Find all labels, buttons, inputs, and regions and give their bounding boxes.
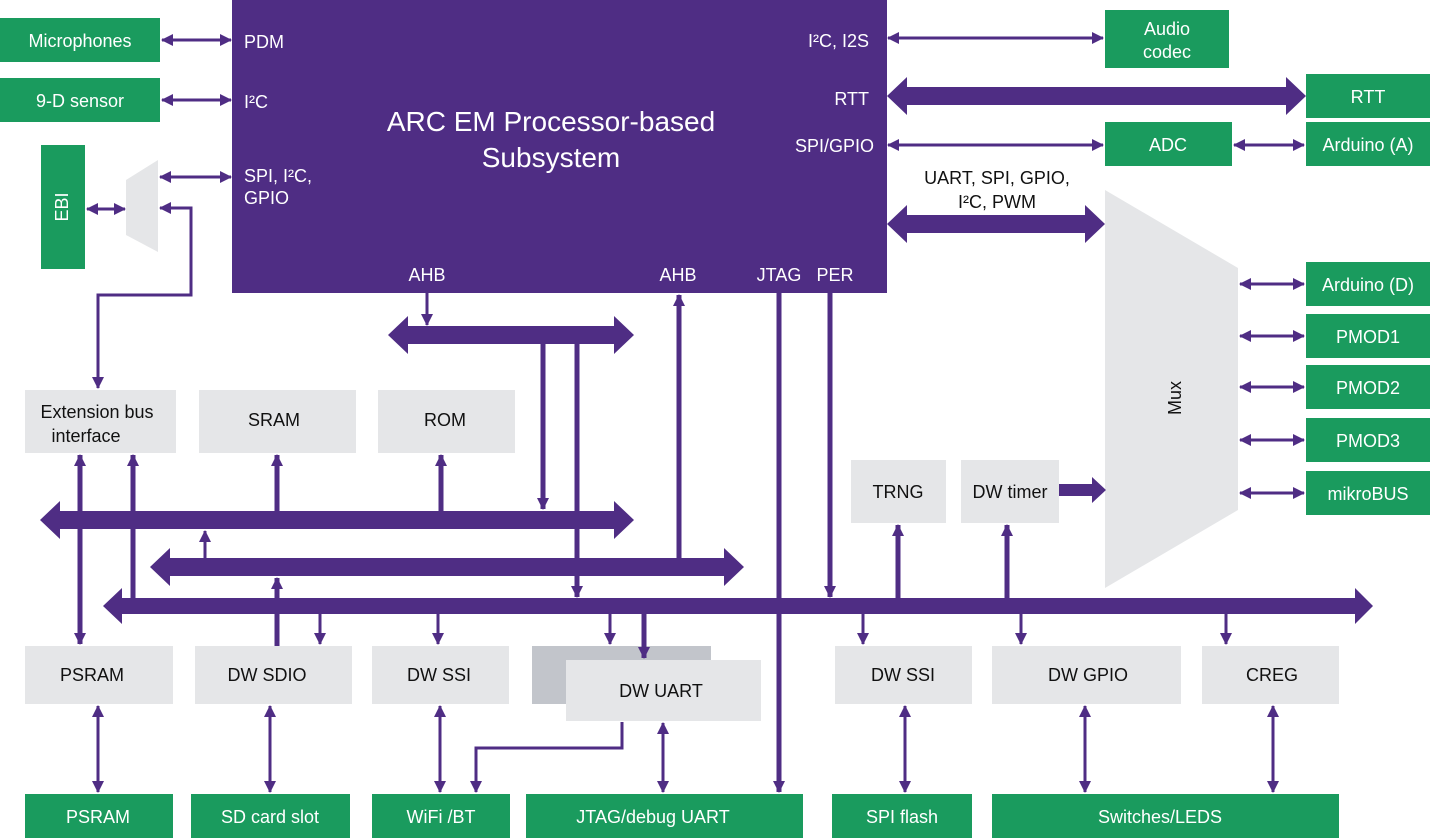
spi-flash-label: SPI flash: [866, 807, 938, 827]
rom-label: ROM: [424, 410, 466, 430]
port-per: PER: [816, 265, 853, 285]
rtt-bus-arrow: [887, 77, 1306, 115]
audio-codec-label-line2: codec: [1143, 42, 1191, 62]
memory-bus-upper: [40, 501, 634, 539]
sd-card-slot-label: SD card slot: [221, 807, 319, 827]
port-spi-i2c-gpio-line2: GPIO: [244, 188, 289, 208]
pmod1-block: [1306, 314, 1430, 358]
port-pdm: PDM: [244, 32, 284, 52]
dw-gpio-block: [992, 646, 1181, 704]
psram-block: [25, 794, 173, 838]
processor-title-line1: ARC EM Processor-based: [387, 106, 715, 137]
dw-ssi-right-label: DW SSI: [871, 665, 935, 685]
pmod2-label: PMOD2: [1336, 378, 1400, 398]
dw-timer-label: DW timer: [973, 482, 1048, 502]
port-spi-gpio: SPI/GPIO: [795, 136, 874, 156]
dw-sdio-label: DW SDIO: [228, 665, 307, 685]
port-ahb-right: AHB: [659, 265, 696, 285]
port-i2c-i2s: I²C, I2S: [808, 31, 869, 51]
sram-label: SRAM: [248, 410, 300, 430]
dw-ssi-left-label: DW SSI: [407, 665, 471, 685]
sd-card-slot-block: [191, 794, 350, 838]
wifi-bt-block: [372, 794, 510, 838]
dw-uart-block: [566, 660, 761, 721]
creg-block: [1202, 646, 1339, 704]
microphones-label: Microphones: [28, 31, 131, 51]
conn-ebimux-ext: [92, 202, 193, 389]
pmod3-block: [1306, 418, 1430, 462]
arduino-a-block: [1306, 122, 1430, 166]
arduino-a-label: Arduino (A): [1322, 135, 1413, 155]
conn-uart-wifi: [470, 722, 624, 793]
mikrobus-label: mikroBUS: [1327, 484, 1408, 504]
port-i2c: I²C: [244, 92, 268, 112]
dw-ssi-left-block: [372, 646, 509, 704]
uart-spi-bus-arrow: [887, 205, 1105, 243]
ebi-label: EBI: [52, 192, 72, 221]
psram-controller-label: PSRAM: [60, 665, 124, 685]
ahb-bus-top: [388, 316, 634, 354]
mux-label: Mux: [1165, 381, 1185, 415]
pmod2-block: [1306, 365, 1430, 409]
dw-timer-to-mux-arrow: [1059, 477, 1106, 503]
psram-label: PSRAM: [66, 807, 130, 827]
connectors: [74, 32, 1305, 793]
mux-block: [1105, 190, 1238, 588]
dw-timer-block: [961, 460, 1059, 523]
processor-title-line2: Subsystem: [482, 142, 621, 173]
rom-block: [378, 390, 515, 453]
ext-bus-interface-block: [25, 390, 176, 453]
switches-leds-label: Switches/LEDS: [1098, 807, 1222, 827]
rtt-block: [1306, 74, 1430, 118]
audio-codec-label-line1: Audio: [1144, 19, 1190, 39]
audio-codec-block: [1105, 10, 1229, 68]
microphones-block: [0, 18, 160, 62]
psram-controller-block: [25, 646, 173, 704]
ebi-block: [41, 145, 85, 269]
spi-flash-block: [832, 794, 972, 838]
pmod1-label: PMOD1: [1336, 327, 1400, 347]
switches-leds-block: [992, 794, 1339, 838]
dw-gpio-label: DW GPIO: [1048, 665, 1128, 685]
dw-sdio-block: [195, 646, 352, 704]
port-ahb-left: AHB: [408, 265, 445, 285]
jtag-debug-uart-block: [526, 794, 803, 838]
adc-label: ADC: [1149, 135, 1187, 155]
peripheral-bus: [103, 588, 1373, 624]
dw-ssi-right-block: [835, 646, 972, 704]
port-rtt: RTT: [834, 89, 869, 109]
port-jtag: JTAG: [757, 265, 802, 285]
sram-block: [199, 390, 356, 453]
trng-block: [851, 460, 946, 523]
creg-label: CREG: [1246, 665, 1298, 685]
dw-uart-label: DW UART: [619, 681, 703, 701]
rtt-label: RTT: [1351, 87, 1386, 107]
ext-bus-interface-label-line2: interface: [51, 426, 120, 446]
adc-block: [1105, 122, 1232, 166]
trng-label: TRNG: [873, 482, 924, 502]
arduino-d-block: [1306, 262, 1430, 306]
uart-spi-bus-label-line1: UART, SPI, GPIO,: [924, 168, 1070, 188]
sensor-label: 9-D sensor: [36, 91, 124, 111]
pmod3-label: PMOD3: [1336, 431, 1400, 451]
arduino-d-label: Arduino (D): [1322, 275, 1414, 295]
sensor-block: [0, 78, 160, 122]
port-spi-i2c-gpio-line1: SPI, I²C,: [244, 166, 312, 186]
processor-block: [232, 0, 887, 293]
jtag-debug-uart-label: JTAG/debug UART: [576, 807, 729, 827]
memory-bus-lower: [150, 548, 744, 586]
ebi-mux-shape: [126, 160, 158, 252]
wifi-bt-label: WiFi /BT: [407, 807, 476, 827]
uart-spi-bus-label-line2: I²C, PWM: [958, 192, 1036, 212]
ext-bus-interface-label-line1: Extension bus: [40, 402, 153, 422]
mikrobus-block: [1306, 471, 1430, 515]
